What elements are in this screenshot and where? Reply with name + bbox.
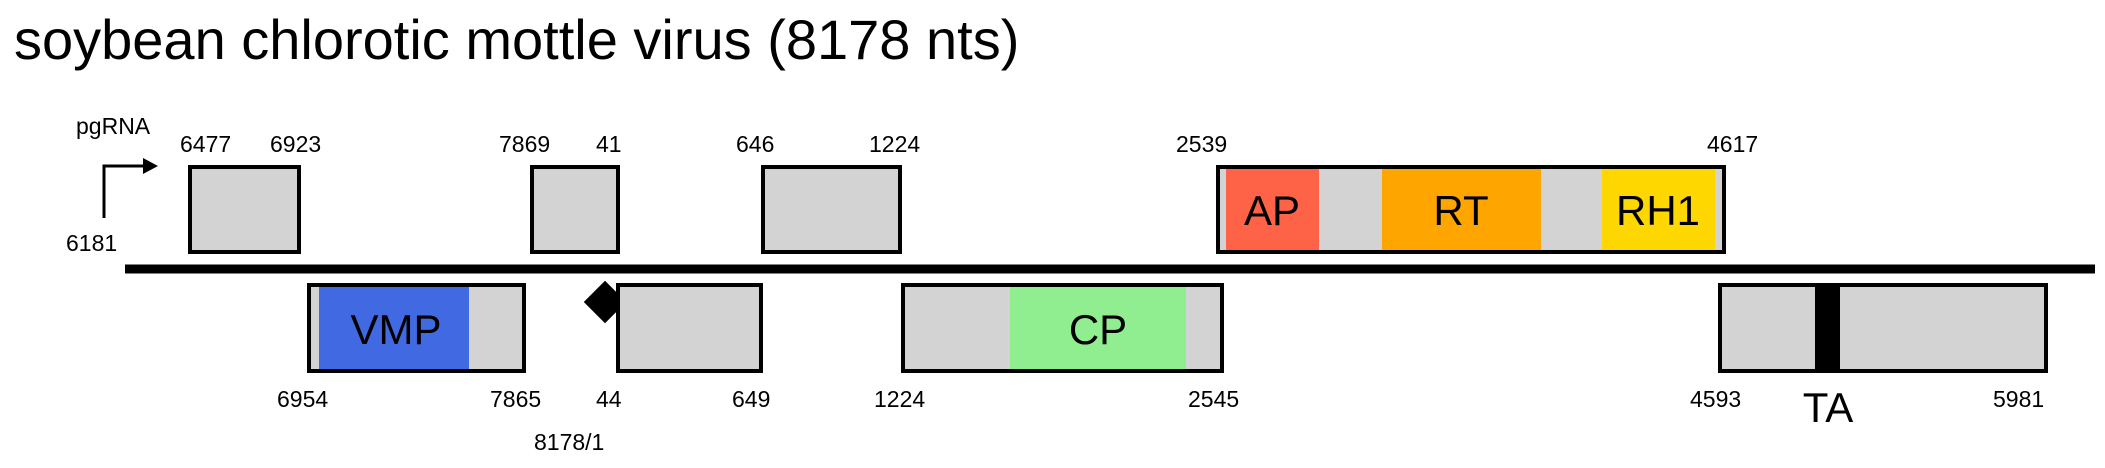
orf-top-1-end: 6923 (270, 131, 321, 157)
domain-RT (1382, 169, 1541, 250)
orf-bottom-1-end: 7865 (490, 386, 541, 412)
orf-top-3-end: 1224 (869, 131, 920, 157)
domain-TA-marker (1815, 285, 1840, 371)
orf-top-1 (188, 165, 301, 254)
promoter-label: pgRNA (76, 113, 151, 139)
domain-VMP-label: VMP (350, 306, 441, 353)
orf-top-1-start: 6477 (180, 131, 231, 157)
orf-bottom-4-end: 5981 (1993, 386, 2044, 412)
orf-top-2-end: 41 (596, 131, 622, 157)
orf-bottom-4 (1718, 283, 2048, 373)
domain-RH1-label: RH1 (1616, 187, 1700, 234)
domain-TA-label: TA (1803, 384, 1854, 431)
orf-top-4-end: 4617 (1707, 131, 1758, 157)
orf-bottom-3-end: 2545 (1188, 386, 1239, 412)
orf-bottom-3-start: 1224 (874, 386, 925, 412)
domain-AP (1226, 169, 1319, 250)
orf-top-3 (761, 165, 902, 254)
orf-bottom-1-start: 6954 (277, 386, 328, 412)
domain-AP-label: AP (1244, 187, 1300, 234)
promoter-arrow-icon (102, 164, 143, 218)
orf-top-4-start: 2539 (1176, 131, 1227, 157)
orf-bottom-4-start: 4593 (1690, 386, 1741, 412)
orf-bottom-2-start: 44 (596, 386, 622, 412)
orf-top-2-start: 7869 (499, 131, 550, 157)
promoter-start: 6181 (66, 230, 117, 256)
origin-label: 8178/1 (534, 429, 604, 455)
diagram-title: soybean chlorotic mottle virus (8178 nts… (14, 8, 1020, 71)
orf-top-2 (530, 165, 620, 254)
orf-bottom-2-end: 649 (732, 386, 770, 412)
orf-bottom-2 (616, 283, 763, 373)
orf-top-3-start: 646 (736, 131, 774, 157)
domain-CP-label: CP (1069, 306, 1127, 353)
domain-CP (1010, 287, 1186, 369)
promoter-arrowhead-icon (143, 158, 158, 174)
domain-RH1 (1602, 169, 1715, 250)
domain-RT-label: RT (1433, 187, 1488, 234)
domain-VMP (319, 287, 469, 369)
